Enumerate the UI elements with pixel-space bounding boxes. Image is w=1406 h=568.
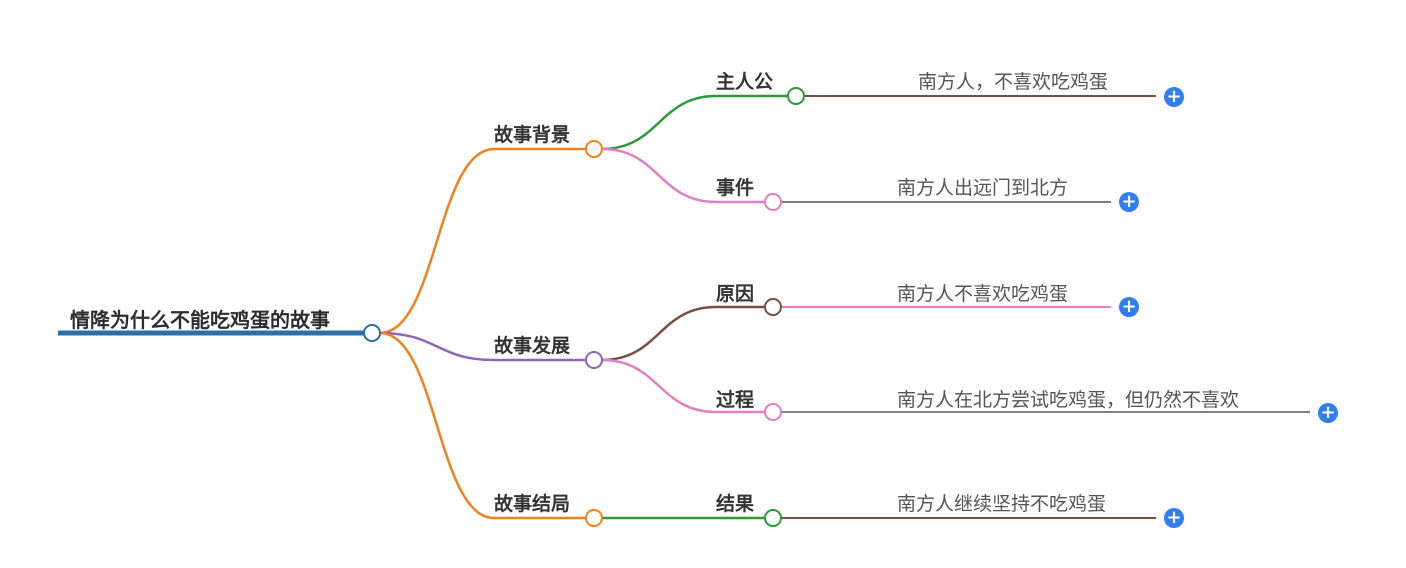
sub-label-event[interactable]: 事件 bbox=[716, 177, 755, 199]
plus-icon[interactable]: + bbox=[1119, 297, 1139, 317]
branch-node-circle bbox=[585, 509, 603, 527]
branch-node-circle bbox=[585, 351, 603, 369]
leaf-label-result[interactable]: 南方人继续坚持不吃鸡蛋 bbox=[897, 493, 1107, 515]
sub-connector bbox=[601, 147, 717, 204]
branch-label-development[interactable]: 故事发展 bbox=[494, 335, 571, 357]
sub-node-circle bbox=[764, 298, 782, 316]
plus-icon[interactable]: + bbox=[1318, 403, 1338, 423]
root-node-circle bbox=[363, 324, 381, 342]
leaf-label-process[interactable]: 南方人在北方尝试吃鸡蛋，但仍然不喜欢 bbox=[897, 389, 1240, 411]
branch-connector bbox=[379, 147, 495, 335]
branch-label-ending[interactable]: 故事结局 bbox=[494, 493, 571, 515]
leaf-label-event[interactable]: 南方人出远门到北方 bbox=[897, 177, 1069, 199]
sub-label-reason[interactable]: 原因 bbox=[716, 283, 755, 305]
plus-icon[interactable]: + bbox=[1119, 192, 1139, 212]
leaf-label-reason[interactable]: 南方人不喜欢吃鸡蛋 bbox=[897, 283, 1069, 305]
sub-connector bbox=[601, 305, 717, 362]
branch-connector bbox=[379, 331, 495, 362]
branch-node-circle bbox=[585, 140, 603, 158]
leaf-label-protagonist[interactable]: 南方人，不喜欢吃鸡蛋 bbox=[918, 71, 1109, 93]
sub-node-circle bbox=[764, 193, 782, 211]
plus-icon[interactable]: + bbox=[1164, 508, 1184, 528]
plus-icon[interactable]: + bbox=[1164, 87, 1184, 107]
sub-connector bbox=[601, 94, 717, 151]
sub-connector bbox=[601, 358, 717, 414]
branch-label-background[interactable]: 故事背景 bbox=[494, 124, 571, 146]
branch-connector bbox=[379, 331, 495, 520]
root-node-label[interactable]: 情降为什么不能吃鸡蛋的故事 bbox=[70, 308, 330, 332]
sub-label-process[interactable]: 过程 bbox=[716, 389, 755, 411]
sub-label-result[interactable]: 结果 bbox=[716, 493, 755, 515]
sub-node-circle bbox=[764, 509, 782, 527]
sub-node-circle bbox=[787, 87, 805, 105]
sub-label-protagonist[interactable]: 主人公 bbox=[716, 71, 774, 93]
sub-node-circle bbox=[764, 403, 782, 421]
